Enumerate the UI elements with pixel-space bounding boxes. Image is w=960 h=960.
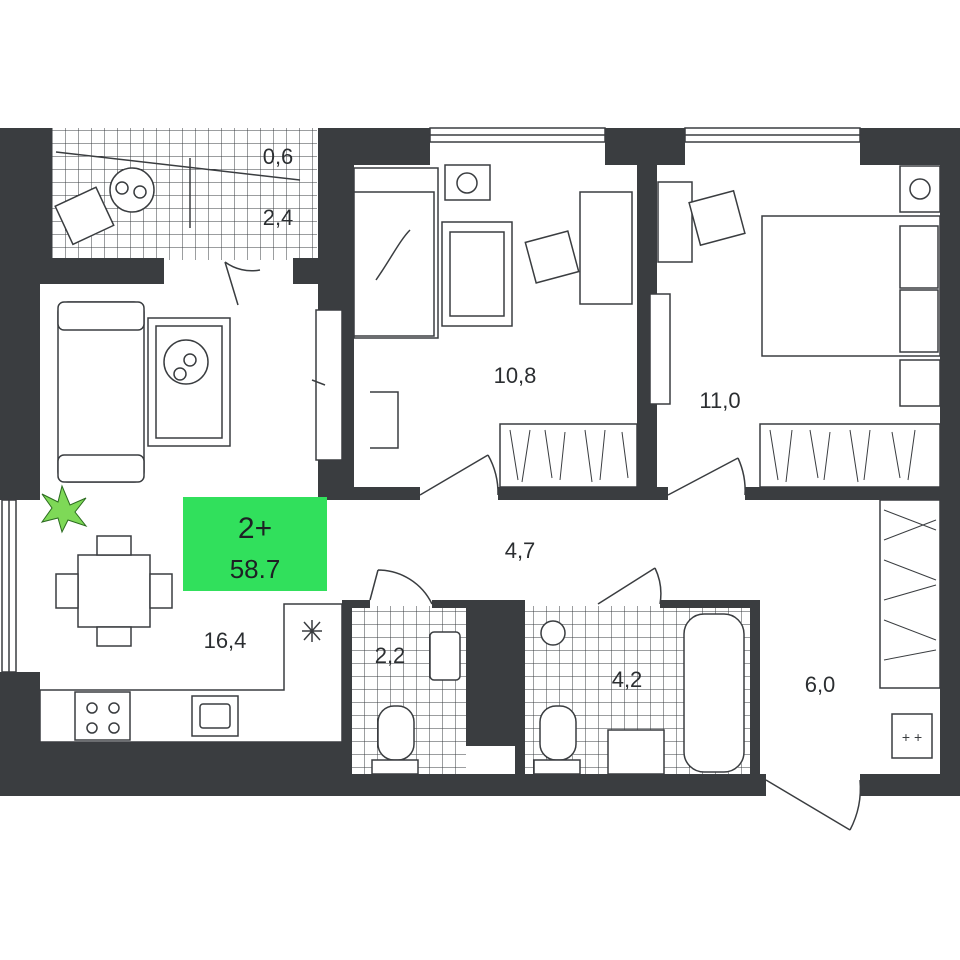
bedroom-1-furniture [353, 164, 638, 488]
plant-icon [40, 484, 88, 534]
room-area-corridor: 4,7 [505, 538, 536, 563]
room-area-bedroom-2: 11,0 [699, 388, 740, 413]
bedroom-2-furniture [649, 165, 941, 488]
room-area-kitchen-living: 16,4 [204, 628, 247, 653]
living-furniture [57, 301, 343, 483]
rooms-count: 2+ [238, 512, 272, 545]
apartment-badge: 2+ 58.7 [183, 497, 327, 591]
total-area: 58.7 [230, 554, 281, 584]
room-area-bedroom-1: 10,8 [494, 363, 537, 388]
wardrobe-hatching [509, 429, 937, 661]
room-area-wc: 2,2 [375, 643, 406, 668]
hall-furniture: + + [879, 499, 941, 759]
room-area-balcony: 2,4 [263, 205, 294, 230]
room-labels: 0,6 2,4 10,8 11,0 4,7 16,4 2,2 4,2 6,0 [204, 144, 836, 697]
badge-background [183, 497, 327, 591]
balcony-furniture [54, 151, 301, 246]
room-area-balcony-small: 0,6 [263, 144, 294, 169]
room-area-bathroom: 4,2 [612, 667, 643, 692]
dining-table [55, 535, 173, 647]
windows [1, 127, 861, 673]
room-area-hall: 6,0 [805, 672, 836, 697]
kitchen-counter [39, 603, 343, 743]
svg-text:+ +: + + [902, 729, 922, 745]
doors [224, 261, 862, 831]
wc-fixtures [371, 613, 745, 775]
